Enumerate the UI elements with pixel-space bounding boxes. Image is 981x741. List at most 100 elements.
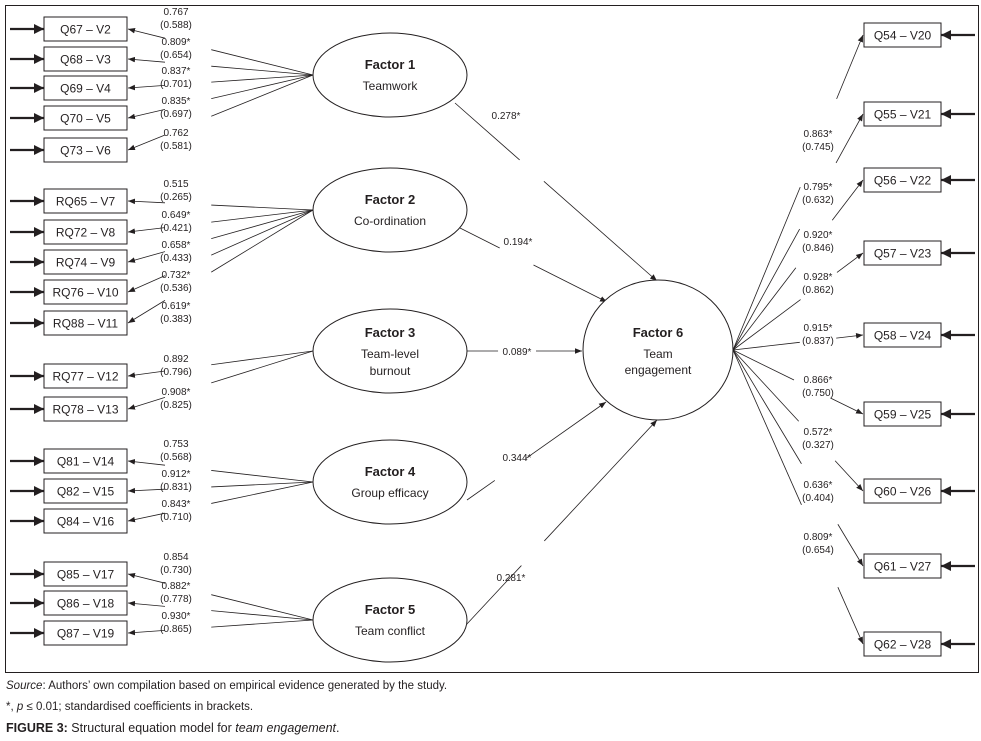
structural-path-f2 bbox=[533, 264, 608, 303]
loading-path bbox=[834, 460, 864, 492]
caption-source: Source: Authors’ own compilation based o… bbox=[6, 680, 447, 692]
loading-path-segment bbox=[211, 470, 314, 483]
loading-path-segment bbox=[211, 610, 314, 621]
standardised-coefficient: (0.846) bbox=[802, 243, 834, 254]
caption-source-label: Source bbox=[6, 680, 43, 692]
factor-subtitle: Team conflict bbox=[355, 624, 426, 638]
indicator-box-f2-1 bbox=[43, 188, 128, 214]
standardised-coefficient: (0.327) bbox=[802, 440, 834, 451]
loading-path bbox=[127, 56, 166, 63]
factor-title: Factor 4 bbox=[365, 464, 416, 479]
indicator-box-f2-2 bbox=[43, 219, 128, 245]
indicator-box-f4-2 bbox=[43, 478, 128, 504]
standardised-coefficient: (0.730) bbox=[160, 565, 192, 576]
loading-path-segment bbox=[211, 209, 314, 273]
indicator-label: Q68 – V3 bbox=[60, 53, 111, 67]
standardised-coefficient: (0.697) bbox=[160, 109, 192, 120]
factor-subtitle: Teamwork bbox=[363, 79, 419, 93]
loading-path bbox=[127, 134, 166, 151]
structural-coefficient: 0.089* bbox=[503, 347, 532, 358]
factor-subtitle: Team bbox=[643, 347, 672, 361]
factor-title: Factor 6 bbox=[633, 325, 684, 340]
standardised-coefficient: (0.433) bbox=[160, 253, 192, 264]
caption-note-text: ≤ 0.01; standardised coefficients in bra… bbox=[23, 701, 254, 713]
indicator-label: Q54 – V20 bbox=[874, 29, 932, 43]
labels-layer: Q67 – V20.767(0.588)Q68 – V30.809*(0.654… bbox=[52, 7, 931, 652]
loading-path bbox=[127, 109, 166, 120]
sem-diagram: Q67 – V20.767(0.588)Q68 – V30.809*(0.654… bbox=[5, 5, 979, 673]
indicator-label: Q58 – V24 bbox=[874, 329, 932, 343]
loading-path-segment bbox=[732, 349, 802, 506]
factor-title: Factor 3 bbox=[365, 325, 416, 340]
indicator-box-f5-1 bbox=[43, 561, 128, 587]
loading-coefficient: 0.835* bbox=[162, 96, 191, 107]
factor-ellipse-f3 bbox=[312, 308, 468, 394]
indicator-label: Q55 – V21 bbox=[874, 108, 932, 122]
loading-path bbox=[836, 333, 864, 339]
factor-title: Factor 2 bbox=[365, 192, 416, 207]
loading-path bbox=[831, 179, 864, 221]
structural-path-f5 bbox=[544, 419, 658, 542]
loading-path-segment bbox=[732, 349, 799, 422]
loading-path bbox=[837, 524, 864, 567]
indicator-label: Q62 – V28 bbox=[874, 638, 932, 652]
indicator-box-f1-4 bbox=[43, 105, 128, 131]
figure-caption: FIGURE 3: Structural equation model for … bbox=[6, 721, 340, 735]
loading-coefficient: 0.837* bbox=[162, 66, 191, 77]
loading-coefficient: 0.619* bbox=[162, 301, 191, 312]
loading-coefficient: 0.649* bbox=[162, 210, 191, 221]
indicator-box-f1-2 bbox=[43, 46, 128, 72]
indicator-box-f1-3 bbox=[43, 75, 128, 101]
loading-coefficient: 0.762 bbox=[163, 128, 188, 139]
indicator-box-f6-1 bbox=[863, 22, 942, 48]
structural-coefficient: 0.278* bbox=[492, 111, 521, 122]
standardised-coefficient: (0.421) bbox=[160, 223, 192, 234]
loading-path bbox=[127, 84, 166, 91]
indicator-label: Q73 – V6 bbox=[60, 144, 111, 158]
indicator-label: Q87 – V19 bbox=[57, 627, 115, 641]
loading-path bbox=[127, 459, 166, 466]
loading-path bbox=[127, 227, 166, 234]
standardised-coefficient: (0.654) bbox=[802, 545, 834, 556]
indicator-label: Q84 – V16 bbox=[57, 515, 115, 529]
loading-path-segment bbox=[211, 209, 314, 256]
structural-path-f4 bbox=[525, 401, 607, 460]
factor-ellipse-f5 bbox=[312, 577, 468, 663]
indicator-label: RQ72 – V8 bbox=[56, 226, 116, 240]
loading-path-segment bbox=[211, 74, 314, 83]
indicator-label: RQ65 – V7 bbox=[56, 195, 116, 209]
indicator-label: Q70 – V5 bbox=[60, 112, 111, 126]
figure-end: . bbox=[336, 721, 340, 735]
standardised-coefficient: (0.831) bbox=[160, 482, 192, 493]
factor-ellipse-f4 bbox=[312, 439, 468, 525]
figure-text: Structural equation model for bbox=[67, 721, 236, 735]
structural-coefficient: 0.281* bbox=[497, 573, 526, 584]
standardised-coefficient: (0.750) bbox=[802, 388, 834, 399]
indicator-box-f6-7 bbox=[863, 478, 942, 504]
factor-subtitle: Group efficacy bbox=[351, 486, 428, 500]
indicator-box-f6-9 bbox=[863, 631, 942, 657]
standardised-coefficient: (0.404) bbox=[802, 493, 834, 504]
factor-ellipse-f1 bbox=[312, 32, 468, 118]
figure-italic: team engagement bbox=[235, 721, 337, 735]
loading-coefficient: 0.767 bbox=[163, 7, 188, 18]
shapes-layer bbox=[43, 16, 942, 663]
indicator-label: RQ88 – V11 bbox=[53, 317, 118, 331]
loading-path-segment bbox=[211, 209, 314, 239]
loading-coefficient: 0.863* bbox=[804, 129, 833, 140]
factor-ellipse-f2 bbox=[312, 167, 468, 253]
loading-path-segment bbox=[732, 341, 800, 351]
factor-subtitle: engagement bbox=[625, 363, 692, 377]
loading-path-segment bbox=[732, 349, 795, 381]
structural-path-f4-segment bbox=[466, 480, 496, 501]
caption-significance-note: *, p ≤ 0.01; standardised coefficients i… bbox=[6, 701, 253, 713]
loading-path bbox=[127, 198, 166, 205]
indicator-label: RQ76 – V10 bbox=[52, 286, 118, 300]
indicator-label: Q67 – V2 bbox=[60, 23, 111, 37]
indicator-label: Q85 – V17 bbox=[57, 568, 115, 582]
loading-path-segment bbox=[211, 619, 314, 628]
loading-coefficient: 0.843* bbox=[162, 499, 191, 510]
indicator-box-f1-5 bbox=[43, 137, 128, 163]
standardised-coefficient: (0.710) bbox=[160, 512, 192, 523]
standardised-coefficient: (0.701) bbox=[160, 79, 192, 90]
